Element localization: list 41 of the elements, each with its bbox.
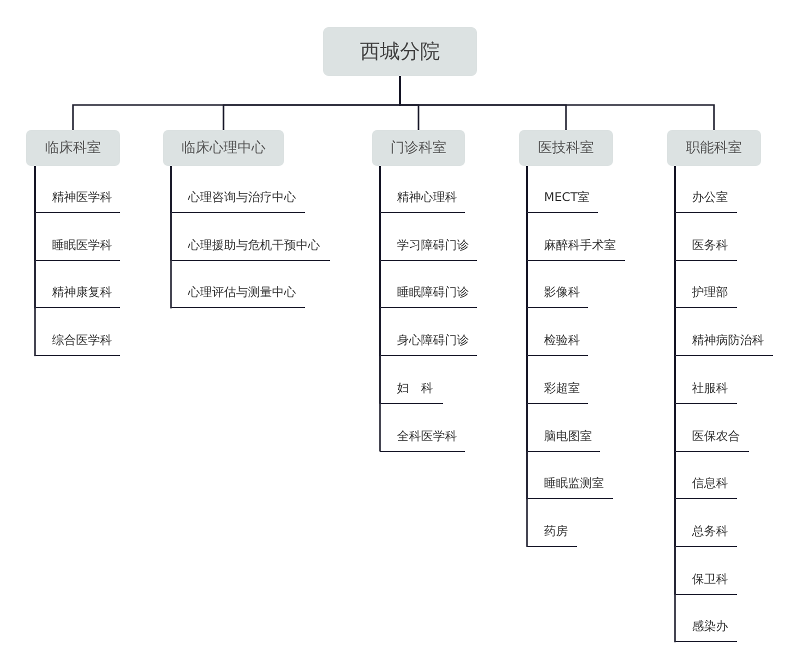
unit-label: 彩超室 [527,372,588,404]
department-box: 门诊科室 [372,130,465,166]
unit-label: 心理援助与危机干预中心 [171,230,330,261]
unit-label: 医务科 [675,230,737,261]
unit-label: 检验科 [527,325,588,356]
department-box: 临床科室 [26,130,120,166]
unit-label: 精神心理科 [380,182,465,213]
unit-label: 药房 [527,516,577,547]
connector-line [379,166,381,452]
unit-label: 心理咨询与治疗中心 [171,182,305,213]
unit-label: 医保农合 [675,420,749,452]
root-box: 西城分院 [323,27,477,76]
department-box: 临床心理中心 [163,130,284,166]
unit-label: 脑电图室 [527,420,600,452]
unit-label: 身心障碍门诊 [380,325,477,356]
unit-label: 保卫科 [675,564,737,595]
unit-label: 精神医学科 [35,182,120,213]
unit-label: 心理评估与测量中心 [171,277,305,308]
unit-label: 感染办 [675,611,737,642]
unit-label: 办公室 [675,182,737,213]
unit-label: MECT室 [527,182,598,213]
unit-label: 睡眠监测室 [527,468,613,500]
unit-label: 护理部 [675,277,737,308]
unit-label: 睡眠障碍门诊 [380,277,477,308]
unit-label: 总务科 [675,516,737,547]
unit-label: 全科医学科 [380,420,465,452]
connector-line [170,166,172,308]
unit-label: 学习障碍门诊 [380,230,477,261]
unit-label: 社服科 [675,372,737,404]
unit-label: 影像科 [527,277,588,308]
unit-label: 精神康复科 [35,277,120,308]
department-box: 医技科室 [519,130,613,166]
unit-label: 综合医学科 [35,325,120,356]
unit-label: 信息科 [675,468,737,500]
connector-line [399,76,715,130]
connector-line [34,166,36,356]
unit-label: 睡眠医学科 [35,230,120,261]
unit-label: 精神病防治科 [675,325,773,356]
department-box: 职能科室 [667,130,761,166]
unit-label: 麻醉科手术室 [527,230,625,261]
unit-label: 妇 科 [380,372,443,404]
